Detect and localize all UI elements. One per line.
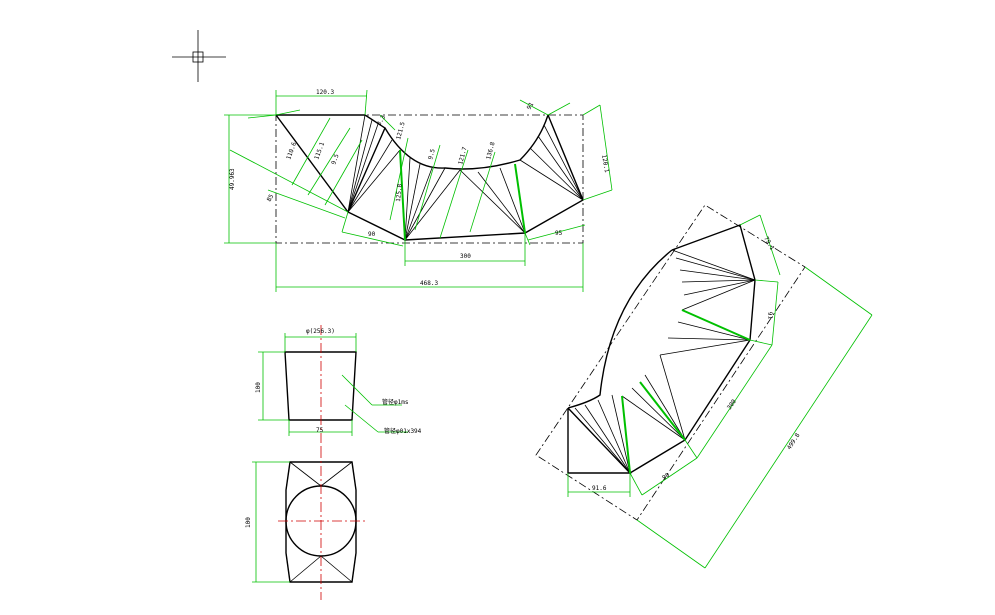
dim-total-width: 468.3 (420, 280, 438, 287)
pattern-bounding-box (275, 114, 584, 244)
rot-dim-f: 90 (661, 472, 671, 482)
elev-top-label: φ(256.3) (306, 328, 335, 335)
dim-seg-f: 121.7 (457, 146, 469, 166)
dim-seg-h: 3.3 (376, 114, 388, 127)
crosshair-cursor-icon (172, 30, 226, 82)
dim-small-91: 91 (526, 101, 536, 111)
plan-view: 100 (245, 448, 366, 600)
rot-dim-c: 300 (726, 398, 738, 411)
dim-seg-c: 9.5 (330, 153, 340, 166)
dim-right-side: 120.1 (600, 154, 610, 173)
dim-seg-e: 9.5 (427, 148, 437, 161)
dim-seg-d: 121.5 (395, 121, 407, 141)
elev-height-label: 100 (255, 382, 262, 393)
flat-pattern-rotated: 79.1 91 300 499.8 91.6 90 (535, 204, 873, 569)
dim-left-height: 49.963 (229, 168, 236, 190)
flat-pattern-top: 120.3 49.963 468.3 300 120.1 90 95 110.6… (224, 89, 613, 292)
dim-seg-i: 125.8 (395, 183, 404, 202)
elevation-view: φ(256.3) 100 75 管径φ1ms 管径φ01x394 (255, 325, 422, 450)
dim-small-90: 90 (368, 231, 376, 238)
dim-top-width: 120.3 (316, 89, 334, 96)
dim-side-85: 85 (266, 193, 276, 203)
rot-dim-e: 91.6 (592, 485, 607, 492)
elev-note-1: 管径φ1ms (382, 398, 409, 406)
dim-chord-300: 300 (460, 253, 471, 260)
dim-seg-a: 110.6 (285, 141, 298, 161)
rot-dim-b: 91 (766, 312, 774, 320)
elev-note-2: 管径φ01x394 (384, 427, 422, 435)
elev-bottom-label: 75 (316, 427, 324, 434)
plan-height-label: 100 (245, 517, 252, 528)
dim-small-95: 95 (555, 230, 563, 237)
dim-seg-g: 136.8 (485, 141, 497, 161)
rot-dim-a: 79.1 (762, 236, 775, 252)
